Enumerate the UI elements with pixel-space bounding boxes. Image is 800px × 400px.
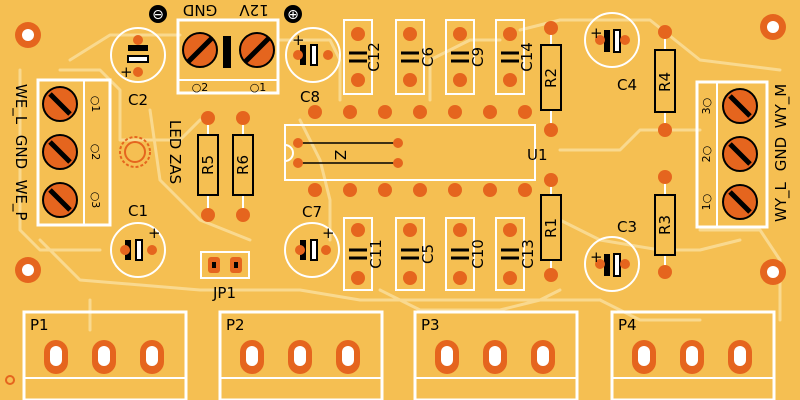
power-pin1-label: ○1: [250, 81, 267, 94]
r5-label: R5: [199, 155, 217, 175]
c4-label: C4: [617, 76, 637, 94]
potentiometers: P1 P2 P3 P4: [22, 310, 776, 400]
c7-label: C7: [302, 203, 322, 221]
capacitor-c4: + C4: [584, 12, 640, 94]
svg-text:+: +: [120, 63, 133, 81]
c10-label: C10: [469, 239, 487, 269]
capacitor-c3: + C3: [584, 218, 640, 292]
r2-label: R2: [542, 68, 560, 88]
c11-label: C11: [367, 239, 385, 269]
power-12v-label: 12V: [239, 1, 269, 19]
wy-m-label: WY_M: [772, 84, 791, 128]
wy-pin1-label: 1○: [700, 194, 713, 211]
svg-text:+: +: [590, 24, 603, 42]
led: LED ZAS: [119, 120, 184, 184]
capacitor-c9: C9: [445, 19, 487, 95]
c9-label: C9: [469, 47, 487, 67]
wy-l-label: WY_L: [772, 181, 791, 221]
traces: [18, 18, 782, 332]
we-l-label: WE_L: [11, 84, 30, 125]
r1-label: R1: [542, 218, 560, 238]
we-pin1-label: ○1: [89, 96, 102, 113]
capacitor-c10: C10: [445, 217, 487, 291]
r4-label: R4: [656, 72, 674, 92]
p2-label: P2: [226, 316, 245, 334]
jp1-label: JP1: [212, 284, 236, 302]
resistor-r3: R3: [654, 170, 676, 279]
svg-text:+: +: [590, 248, 603, 266]
power-pin2-label: ○2: [192, 81, 209, 94]
plus-symbol: ⊕: [287, 7, 299, 23]
ic-u1: Z U1: [284, 105, 548, 197]
capacitor-c7: + C7: [284, 203, 340, 278]
power-gnd-label: GND: [183, 1, 217, 19]
wy-pin3-label: 3○: [700, 98, 713, 115]
capacitor-c13: C13: [495, 217, 537, 291]
ic-pins-bottom: [308, 183, 532, 197]
capacitor-c14: C14: [495, 19, 536, 95]
wy-pin2-label: 2○: [700, 146, 713, 163]
pot-p2: P2: [218, 310, 384, 400]
resistor-r6: R6: [232, 111, 254, 222]
wy-terminal: WY_M GND WY_L 3○ 2○ 1○: [695, 80, 791, 229]
svg-text:+: +: [148, 224, 161, 242]
c14-label: C14: [518, 42, 536, 72]
capacitor-c6: C6: [395, 19, 437, 95]
resistor-r4: R4: [654, 25, 676, 137]
capacitor-c11: C11: [343, 217, 385, 291]
we-terminal: WE_L GND WE_P ○1 ○2 ○3: [11, 78, 112, 227]
power-terminal: ⊖ ⊕ GND 12V ○2 ○1: [149, 1, 302, 95]
electrolytic-capacitors: + C2 + C8 + C1 + C7 +: [110, 12, 640, 292]
c8-label: C8: [300, 88, 320, 106]
u1-mark-label: Z: [331, 150, 349, 160]
we-pin2-label: ○2: [89, 144, 102, 161]
minus-symbol: ⊖: [152, 7, 164, 23]
mounting-holes: [5, 14, 786, 385]
r3-label: R3: [656, 215, 674, 235]
capacitor-c1: + C1: [110, 202, 166, 278]
resistors: R5 R6 R2 R1 R4: [197, 21, 676, 282]
c13-label: C13: [519, 239, 537, 269]
capacitor-c8: + C8: [285, 27, 341, 106]
c12-label: C12: [365, 42, 383, 72]
we-p-label: WE_P: [11, 180, 30, 221]
p1-label: P1: [30, 316, 49, 334]
pot-p4: P4: [610, 310, 776, 400]
capacitor-c12: C12: [343, 19, 383, 95]
resistor-r2: R2: [540, 21, 562, 137]
resistor-r1: R1: [540, 173, 562, 282]
jumper-jp1: JP1: [200, 251, 250, 302]
c2-label: C2: [128, 91, 148, 109]
we-pin3-label: ○3: [89, 192, 102, 209]
u1-label: U1: [527, 146, 548, 164]
capacitor-c5: C5: [395, 217, 437, 291]
capacitor-c2: + C2: [110, 27, 166, 109]
resistor-r5: R5: [197, 111, 219, 222]
svg-text:+: +: [292, 31, 305, 49]
ceramic-capacitors: C12 C6 C9 C14 C11: [343, 19, 537, 291]
c6-label: C6: [419, 47, 437, 67]
c5-label: C5: [419, 244, 437, 264]
p4-label: P4: [618, 316, 637, 334]
pot-p3: P3: [413, 310, 579, 400]
led-label: LED ZAS: [166, 120, 184, 184]
p3-label: P3: [421, 316, 440, 334]
c1-label: C1: [128, 202, 148, 220]
pot-p1: P1: [22, 310, 188, 400]
c3-label: C3: [617, 218, 637, 236]
svg-text:+: +: [322, 224, 335, 242]
we-gnd-label: GND: [12, 135, 30, 169]
wy-gnd-label: GND: [772, 137, 790, 171]
ic-pins-top: [308, 105, 532, 119]
r6-label: R6: [234, 155, 252, 175]
